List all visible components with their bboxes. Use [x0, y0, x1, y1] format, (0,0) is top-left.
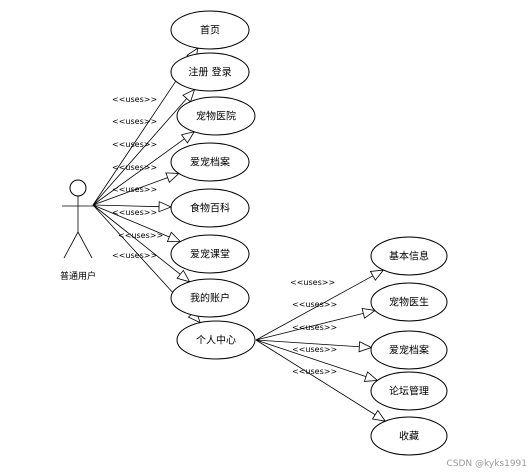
relation-pet-hospital-arrowhead-icon	[180, 131, 196, 144]
use-case-food-encyclopedia-label: 食物百科	[190, 202, 230, 215]
use-case-my-account-ellipse	[170, 278, 250, 318]
relation-label-pet-doctor: <<uses>>	[292, 300, 337, 309]
use-case-pet-hospital-ellipse	[176, 96, 256, 136]
use-case-food-encyclopedia-ellipse	[170, 188, 250, 228]
use-case-favorites: 收藏	[370, 416, 448, 456]
use-case-pet-doctor-ellipse	[370, 282, 448, 322]
actor-label: 普通用户	[60, 270, 96, 282]
relation-label-register-login: <<uses>>	[112, 117, 157, 126]
relation-label-pet-hospital: <<uses>>	[112, 140, 157, 149]
use-case-pet-archive-ellipse	[170, 142, 250, 182]
use-case-register-login: 注册 登录	[170, 52, 250, 92]
relation-basic-info-arrowhead-icon	[369, 269, 385, 281]
use-case-home: 首页	[170, 10, 250, 50]
actor-head-icon	[69, 179, 87, 197]
use-case-favorites-label: 收藏	[399, 430, 419, 443]
relation-home-line	[92, 57, 192, 206]
use-case-home-ellipse	[170, 10, 250, 50]
use-case-forum-management-ellipse	[370, 371, 448, 411]
relation-food-encyclopedia-line	[92, 204, 160, 208]
use-case-food-encyclopedia: 食物百科	[170, 188, 250, 228]
actor: 普通用户	[60, 179, 96, 282]
use-case-register-login-label: 注册 登录	[188, 66, 231, 79]
use-case-personal-center-label: 个人中心	[196, 334, 236, 347]
relation-label-pet-class: <<uses>>	[112, 208, 157, 217]
relation-label-personal-center: <<uses>>	[112, 251, 157, 260]
use-case-personal-center: 个人中心	[176, 320, 256, 360]
relation-label-favorites: <<uses>>	[292, 367, 337, 376]
use-case-forum-management: 论坛管理	[370, 371, 448, 411]
use-case-pet-doctor-label: 宠物医生	[389, 296, 429, 309]
use-case-favorites-ellipse	[370, 416, 448, 456]
relation-my-account-arrowhead-icon	[176, 269, 191, 283]
relation-pet-doctor-line	[255, 312, 364, 341]
use-case-basic-info: 基本信息	[370, 236, 448, 276]
use-case-pet-hospital: 宠物医院	[176, 96, 256, 136]
use-case-pet-archive: 爱宠档案	[170, 142, 250, 182]
relation-label-pet-archive-2: <<uses>>	[292, 323, 337, 332]
relation-pet-class-line	[92, 204, 170, 238]
relation-label-forum-management: <<uses>>	[292, 345, 337, 354]
relation-pet-class-arrowhead-icon	[166, 231, 182, 243]
relation-favorites-line	[255, 339, 376, 416]
relation-pet-archive-2-arrowhead-icon	[358, 341, 373, 353]
use-case-pet-archive-2: 爱宠档案	[370, 330, 448, 370]
relation-label-food-encyclopedia: <<uses>>	[112, 185, 157, 194]
relation-label-home: <<uses>>	[112, 95, 157, 104]
relation-favorites-arrowhead-icon	[371, 409, 387, 422]
relation-pet-doctor-arrowhead-icon	[361, 308, 376, 319]
relation-label-pet-archive: <<uses>>	[112, 163, 157, 172]
use-case-pet-archive-2-ellipse	[370, 330, 448, 370]
use-case-pet-class-ellipse	[170, 234, 250, 274]
use-case-pet-doctor: 宠物医生	[370, 282, 448, 322]
use-case-register-login-ellipse	[170, 52, 250, 92]
use-case-forum-management-label: 论坛管理	[389, 385, 429, 398]
use-case-pet-archive-label: 爱宠档案	[190, 156, 230, 169]
relation-pet-archive-arrowhead-icon	[165, 172, 180, 183]
use-case-pet-class: 爱宠课堂	[170, 234, 250, 274]
relation-forum-management-arrowhead-icon	[363, 371, 379, 382]
actor-right-leg	[77, 231, 93, 259]
relation-label-basic-info: <<uses>>	[290, 278, 335, 287]
relation-pet-archive-line	[92, 177, 168, 206]
relation-forum-management-line	[255, 339, 367, 378]
watermark: CSDN @kyks1991	[446, 459, 527, 469]
use-case-my-account: 我的账户	[170, 278, 250, 318]
relation-pet-archive-2-line	[255, 339, 360, 348]
relation-register-login-line	[92, 98, 188, 206]
relation-pet-hospital-line	[92, 138, 185, 206]
relation-basic-info-line	[255, 275, 374, 341]
use-case-personal-center-ellipse	[176, 320, 256, 360]
use-case-basic-info-ellipse	[370, 236, 448, 276]
relation-register-login-arrowhead-icon	[182, 88, 196, 103]
relation-food-encyclopedia-arrowhead-icon	[158, 201, 173, 213]
relation-my-account-line	[92, 204, 181, 275]
use-case-pet-archive-2-label: 爱宠档案	[389, 344, 429, 357]
use-case-pet-class-label: 爱宠课堂	[190, 248, 230, 261]
use-case-basic-info-label: 基本信息	[389, 250, 429, 263]
actor-left-leg	[63, 231, 79, 259]
relation-label-my-account: <<uses>>	[118, 231, 163, 240]
use-case-home-label: 首页	[200, 24, 220, 37]
use-case-pet-hospital-label: 宠物医院	[196, 110, 236, 123]
use-case-my-account-label: 我的账户	[190, 292, 230, 305]
